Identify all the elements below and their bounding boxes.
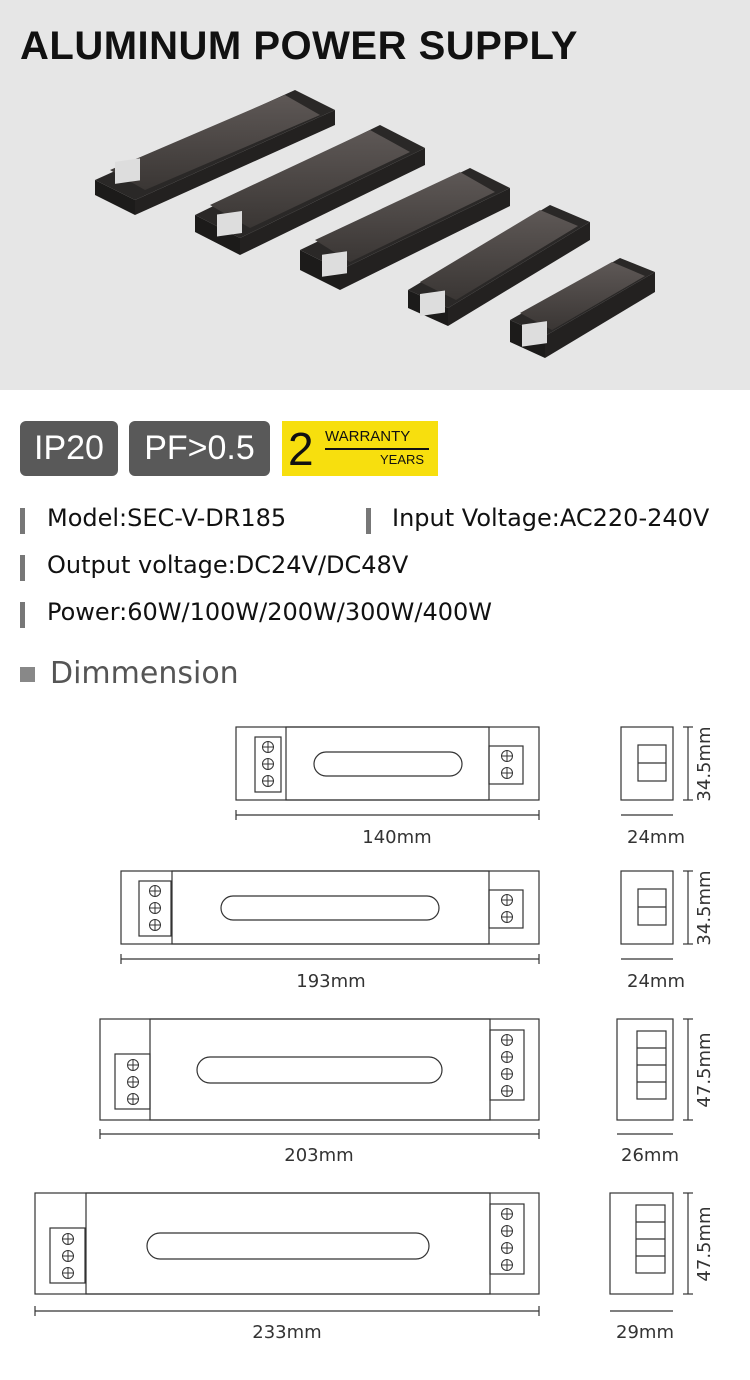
section-marker — [20, 667, 35, 682]
spec-model: Model:SEC-V-DR185 — [47, 504, 287, 532]
drawing-2-top-view — [120, 870, 540, 945]
warranty-unit: YEARS — [380, 452, 425, 467]
spec-marker — [20, 508, 25, 534]
drawing-4-height-label: 47.5mm — [694, 1206, 715, 1281]
drawing-2-width-label: 24mm — [627, 971, 685, 992]
drawing-4-top-view — [34, 1192, 540, 1295]
drawing-3-width-label: 26mm — [621, 1145, 679, 1166]
drawing-3-top-view — [99, 1018, 540, 1121]
drawing-4-end-view — [609, 1192, 693, 1312]
spec-power: Power:60W/100W/200W/300W/400W — [47, 598, 492, 626]
drawing-3-end-view — [616, 1018, 693, 1135]
page-title: ALUMINUM POWER SUPPLY — [20, 24, 578, 68]
spec-input-voltage: Input Voltage:AC220-240V — [392, 504, 710, 532]
drawing-1-height-label: 34.5mm — [694, 726, 715, 801]
drawing-4-width-label: 29mm — [616, 1322, 674, 1343]
drawing-4-length-label: 233mm — [252, 1322, 321, 1343]
drawing-1-end-view — [620, 726, 693, 816]
drawing-1-top-view — [235, 726, 540, 801]
power-supply-unit-1 — [95, 90, 335, 215]
power-supply-unit-3 — [300, 168, 510, 290]
drawing-1-width-label: 24mm — [627, 827, 685, 848]
warranty-divider — [325, 448, 429, 450]
terminal-screws — [62, 741, 513, 1279]
warranty-label: WARRANTY — [325, 428, 411, 445]
warranty-number: 2 — [288, 423, 314, 475]
drawing-3-length-label: 203mm — [284, 1145, 353, 1166]
spec-marker — [366, 508, 371, 534]
power-supply-unit-5 — [510, 258, 655, 358]
drawing-1-length-label: 140mm — [362, 827, 431, 848]
drawing-3-height-label: 47.5mm — [694, 1032, 715, 1107]
power-factor-badge: PF>0.5 — [129, 421, 270, 476]
ip-rating-badge: IP20 — [20, 421, 118, 476]
dimension-drawings: 140mm 24mm 34.5mm 193mm 24mm 34.5mm 203m… — [34, 726, 715, 1343]
power-supply-unit-4 — [408, 205, 590, 326]
warranty-badge: 2 WARRANTY YEARS — [282, 421, 438, 476]
spec-marker — [20, 555, 25, 581]
drawing-2-height-label: 34.5mm — [694, 870, 715, 945]
drawing-2-end-view — [620, 870, 693, 960]
drawing-2-length-label: 193mm — [296, 971, 365, 992]
spec-marker — [20, 602, 25, 628]
product-photo — [95, 90, 655, 358]
power-supply-unit-2 — [195, 125, 425, 255]
spec-output-voltage: Output voltage:DC24V/DC48V — [47, 551, 409, 579]
dimension-heading: Dimmension — [50, 656, 239, 691]
